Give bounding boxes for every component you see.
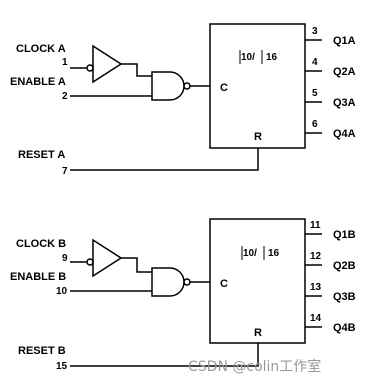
nand-a-gate (151, 71, 185, 101)
q2a-label: Q2A (333, 66, 356, 78)
q3b-label: Q3B (333, 291, 356, 303)
enable-a-pin: 2 (62, 91, 68, 102)
reset-a-label: RESET A (18, 149, 65, 161)
inverter-b-to-nand-wire (121, 257, 152, 273)
q1a-label: Q1A (333, 35, 356, 47)
clock-b-pin: 9 (62, 253, 68, 264)
clock-a-label: CLOCK A (16, 43, 66, 55)
enable-b-pin: 10 (56, 286, 68, 297)
counter-a-divider-left: 10/ (241, 52, 255, 63)
counter-b-clk-input: C (220, 278, 228, 290)
inverter-b-bubble (86, 258, 94, 266)
reset-b-label: RESET B (18, 345, 66, 357)
inverter-a-to-nand-wire (121, 63, 152, 77)
clock-a-pin: 1 (62, 57, 68, 68)
counter-a-divider-right: 16 (266, 52, 278, 63)
q4b-pin: 14 (310, 313, 322, 324)
counter-b-divider-left: 10/ (243, 248, 257, 259)
nand-a-bubble (183, 82, 191, 90)
inverter-b-buffer (92, 238, 123, 278)
reset-a-pin: 7 (62, 166, 68, 177)
q4b-label: Q4B (333, 322, 356, 334)
inverter-a-bubble (86, 64, 94, 72)
inverter-a-buffer (92, 44, 123, 84)
counter-a-clk-input: C (220, 82, 228, 94)
q1a-pin: 3 (312, 26, 318, 37)
counter-b-divider-right: 16 (268, 248, 280, 259)
counter-a-reset-input: R (254, 131, 262, 143)
q3b-pin: 13 (310, 282, 322, 293)
q1b-pin: 11 (310, 220, 321, 231)
q2b-label: Q2B (333, 260, 356, 272)
counter-a-box (209, 23, 306, 149)
q2b-pin: 12 (310, 251, 322, 262)
reset-a-wire (70, 148, 259, 171)
counter-b-box (209, 218, 306, 344)
counter-b-reset-input: R (254, 327, 262, 339)
enable-a-label: ENABLE A (10, 76, 66, 88)
enable-b-label: ENABLE B (10, 271, 66, 283)
q3a-pin: 5 (312, 88, 318, 99)
q4a-pin: 6 (312, 119, 318, 130)
q1b-label: Q1B (333, 229, 356, 241)
clock-b-label: CLOCK B (16, 238, 66, 250)
counter-b-circuit: CLOCK B 9 ENABLE B 10 RESET B 15 10/ 16 … (10, 218, 356, 372)
q3a-label: Q3A (333, 97, 356, 109)
q4a-label: Q4A (333, 128, 356, 140)
reset-b-pin: 15 (56, 361, 68, 372)
nand-b-gate (151, 267, 185, 297)
watermark-text: CSDN @colin工作室 (188, 358, 321, 375)
counter-a-circuit: CLOCK A 1 ENABLE A 2 RESET A 7 10/ 16 C … (10, 23, 356, 177)
nand-b-bubble (183, 278, 191, 286)
q2a-pin: 4 (312, 57, 318, 68)
reset-b-wire (70, 343, 259, 367)
